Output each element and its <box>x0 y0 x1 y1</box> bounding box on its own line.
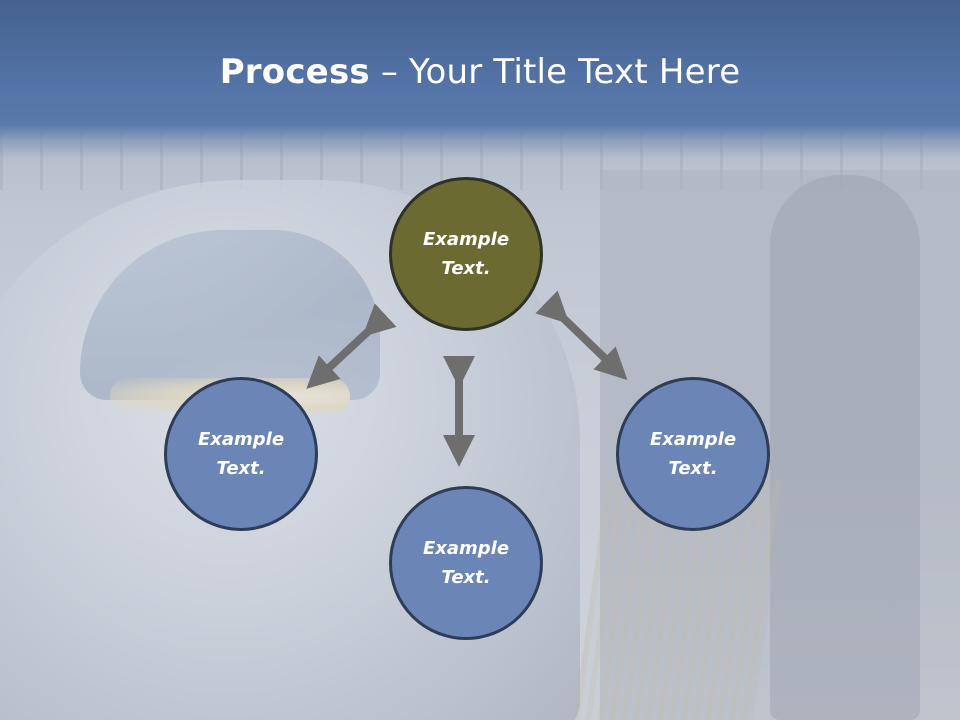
arrow-top-left <box>306 303 397 389</box>
node-text: Example Text. <box>197 429 285 479</box>
title-rest: – Your Title Text Here <box>369 52 741 92</box>
process-node-bottom[interactable]: Example Text. <box>389 486 543 640</box>
node-text: Example Text. <box>649 429 737 479</box>
process-node-right[interactable]: Example Text. <box>616 377 770 531</box>
standing-person <box>770 175 920 720</box>
process-node-left[interactable]: Example Text. <box>164 377 318 531</box>
node-text: Example Text. <box>422 538 510 588</box>
title-band <box>0 0 960 160</box>
title-bold: Process <box>219 52 370 92</box>
slide-title[interactable]: Process – Your Title Text Here <box>0 52 960 92</box>
arrow-top-right <box>535 290 628 381</box>
node-text: Example Text. <box>422 229 510 279</box>
process-node-top[interactable]: Example Text. <box>389 177 543 331</box>
